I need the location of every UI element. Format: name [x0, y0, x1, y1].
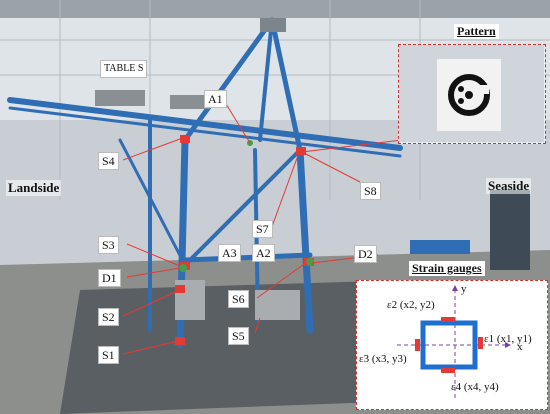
- gauge-3-label: ε3 (x3, y3): [359, 353, 407, 365]
- gauge-2-label: ε2 (x2, y2): [387, 299, 435, 311]
- label-s4: S4: [98, 152, 119, 170]
- table-sign: TABLE S: [100, 60, 148, 78]
- pattern-inset-title: Pattern: [454, 24, 499, 39]
- label-s6: S6: [228, 290, 249, 308]
- pattern-inset: [398, 44, 546, 144]
- strain-inset-title: Strain gauges: [409, 261, 485, 276]
- label-s3: S3: [98, 236, 119, 254]
- strain-gauge-inset: y x ε2 (x2, y2) ε1 (x1, y1) ε3 (x3, y3) …: [356, 280, 548, 410]
- strain-gauge-diagram: [397, 285, 511, 399]
- landside-label: Landside: [6, 180, 62, 196]
- target-pattern-icon: [399, 45, 544, 142]
- seaside-label: Seaside: [486, 178, 532, 194]
- label-a2: A2: [252, 244, 275, 262]
- label-s1: S1: [98, 346, 119, 364]
- label-a1: A1: [204, 90, 227, 108]
- label-a3: A3: [218, 244, 241, 262]
- gauge-1-label: ε1 (x1, y1): [484, 333, 532, 345]
- axis-y-label: y: [461, 283, 467, 295]
- label-s8: S8: [360, 182, 381, 200]
- label-d1: D1: [98, 269, 121, 287]
- label-d2: D2: [354, 245, 377, 263]
- label-s2: S2: [98, 308, 119, 326]
- axis-x-label: x: [517, 341, 523, 353]
- label-s7: S7: [252, 220, 273, 238]
- label-s5: S5: [228, 327, 249, 345]
- gauge-4-label: ε4 (x4, y4): [451, 381, 499, 393]
